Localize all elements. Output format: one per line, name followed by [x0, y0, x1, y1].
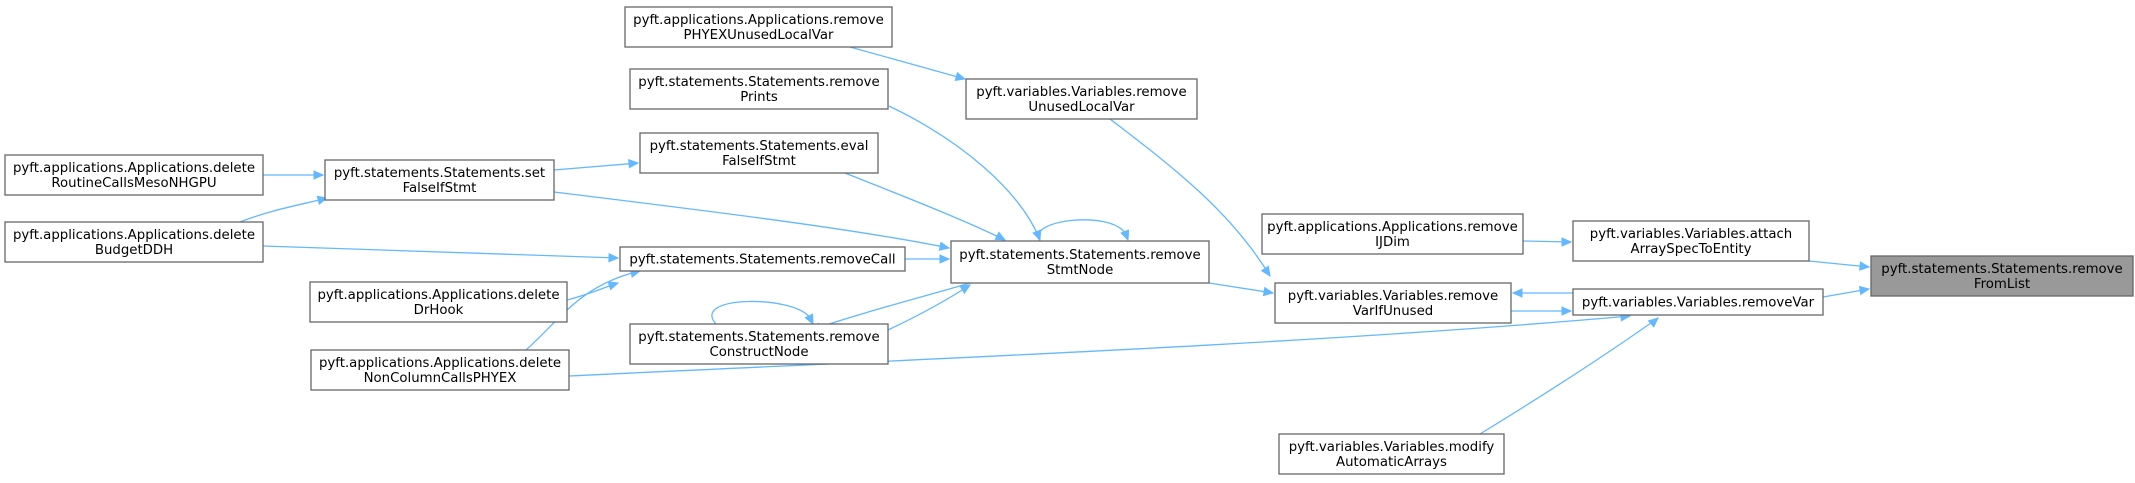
node-removeIJDim[interactable]: pyft.applications.Applications.removeIJD…: [1261, 213, 1524, 255]
node-label-line: pyft.variables.Variables.remove: [976, 85, 1186, 100]
node-label-line: AutomaticArrays: [1336, 455, 1447, 470]
node-label-line: pyft.variables.Variables.attach: [1590, 227, 1792, 242]
node-label-line: pyft.variables.Variables.modify: [1289, 440, 1495, 455]
node-label-line: pyft.applications.Applications.delete: [13, 161, 255, 176]
node-label-line: pyft.statements.Statements.remove: [638, 75, 879, 90]
edge-removeVar-to-removeVarIfUnused: [1511, 288, 1573, 298]
node-label-line: DrHook: [414, 303, 464, 318]
edge-deleteBudgetDDH-to-removeCall: [262, 245, 620, 263]
node-label-line: NonColumnCallsPHYEX: [364, 371, 517, 386]
node-label-line: pyft.statements.Statements.removeCall: [629, 253, 895, 268]
node-deleteRoutineCallsMesoNHGPU[interactable]: pyft.applications.Applications.deleteRou…: [4, 154, 264, 196]
node-label-line: pyft.variables.Variables.removeVar: [1582, 296, 1815, 311]
edge-setFalseIfStmt-to-evalFalseIfStmt: [553, 159, 640, 171]
node-setFalseIfStmt[interactable]: pyft.statements.Statements.setFalseIfStm…: [324, 159, 555, 201]
node-label-line: pyft.applications.Applications.remove: [633, 13, 884, 28]
node-label-line: ConstructNode: [709, 345, 808, 360]
node-deleteBudgetDDH[interactable]: pyft.applications.Applications.deleteBud…: [4, 221, 264, 263]
node-label-line: StmtNode: [1047, 263, 1114, 278]
node-deleteDrHook[interactable]: pyft.applications.Applications.deleteDrH…: [309, 281, 568, 323]
node-evalFalseIfStmt[interactable]: pyft.statements.Statements.evalFalseIfSt…: [639, 132, 879, 174]
node-label-line: RoutineCallsMesoNHGPU: [51, 176, 216, 191]
node-removeUnusedLocalVar[interactable]: pyft.variables.Variables.removeUnusedLoc…: [965, 78, 1198, 120]
nodes-layer: pyft.statements.Statements.removeFromLis…: [4, 6, 2134, 475]
edge-removeConstructNode-to-removeStmtNode: [887, 284, 972, 331]
edge-removeConstructNode-to-removeConstructNode: [711, 300, 814, 326]
node-label-line: pyft.applications.Applications.delete: [319, 356, 561, 371]
node-removeConstructNode[interactable]: pyft.statements.Statements.removeConstru…: [629, 323, 889, 365]
edge-attachArraySpecToEntity-to-removeFromList: [1808, 260, 1871, 271]
edge-deleteDrHook-to-removeCall: [566, 281, 620, 301]
node-attachArraySpecToEntity[interactable]: pyft.variables.Variables.attachArraySpec…: [1572, 220, 1810, 262]
node-removeVarIfUnused[interactable]: pyft.variables.Variables.removeVarIfUnus…: [1274, 282, 1512, 324]
edge-evalFalseIfStmt-to-removeStmtNode: [844, 172, 1007, 241]
edge-deleteBudgetDDH-to-setFalseIfStmt: [239, 195, 329, 223]
node-removeFromList[interactable]: pyft.statements.Statements.removeFromLis…: [1870, 255, 2134, 297]
edges-layer: [239, 46, 1871, 435]
node-label-line: BudgetDDH: [95, 243, 173, 258]
edge-deleteRoutineCallsMesoNHGPU-to-setFalseIfStmt: [263, 170, 325, 180]
node-label-line: Prints: [740, 90, 778, 105]
node-modifyAutomaticArrays[interactable]: pyft.variables.Variables.modifyAutomatic…: [1278, 433, 1505, 475]
node-label-line: FromList: [1974, 277, 2030, 292]
node-label-line: FalseIfStmt: [403, 181, 477, 196]
node-label-line: PHYEXUnusedLocalVar: [684, 28, 834, 43]
node-label-line: pyft.statements.Statements.remove: [959, 248, 1200, 263]
edge-removePHYEXUnusedLocalVar-to-removeUnusedLocalVar: [849, 46, 967, 82]
edge-setFalseIfStmt-to-removeStmtNode: [553, 191, 951, 251]
node-label-line: pyft.variables.Variables.remove: [1288, 289, 1498, 304]
edge-removePrints-to-removeStmtNode: [888, 105, 1042, 242]
edge-modifyAutomaticArrays-to-removeVar: [1479, 317, 1659, 435]
node-label-line: pyft.statements.Statements.remove: [1881, 262, 2122, 277]
node-removeStmtNode[interactable]: pyft.statements.Statements.removeStmtNod…: [950, 240, 1210, 284]
node-label-line: UnusedLocalVar: [1028, 100, 1135, 115]
edge-removeIJDim-to-attachArraySpecToEntity: [1522, 237, 1573, 247]
node-label-line: VarIfUnused: [1353, 304, 1433, 319]
node-deleteNonColumnCallsPHYEX[interactable]: pyft.applications.Applications.deleteNon…: [310, 349, 570, 391]
node-label-line: pyft.applications.Applications.delete: [13, 228, 255, 243]
edge-removeStmtNode-to-removeStmtNode: [1037, 219, 1130, 242]
node-removePHYEXUnusedLocalVar[interactable]: pyft.applications.Applications.removePHY…: [624, 6, 893, 48]
node-label-line: pyft.applications.Applications.remove: [1267, 220, 1518, 235]
edge-removeVar-to-removeFromList: [1822, 285, 1871, 298]
edge-removeCall-to-removeStmtNode: [905, 254, 951, 264]
node-label-line: FalseIfStmt: [722, 154, 796, 169]
node-label-line: pyft.statements.Statements.eval: [650, 139, 869, 154]
edge-removeUnusedLocalVar-to-removeVarIfUnused: [1109, 118, 1271, 278]
node-label-line: IJDim: [1375, 235, 1410, 250]
node-removeCall[interactable]: pyft.statements.Statements.removeCall: [619, 246, 906, 272]
node-label-line: pyft.applications.Applications.delete: [317, 288, 559, 303]
node-label-line: pyft.statements.Statements.remove: [638, 330, 879, 345]
node-removeVar[interactable]: pyft.variables.Variables.removeVar: [1572, 288, 1824, 316]
edge-removeVarIfUnused-to-removeVar: [1511, 306, 1573, 316]
edge-removeStmtNode-to-removeVarIfUnused: [1208, 282, 1275, 297]
node-label-line: pyft.statements.Statements.set: [334, 166, 545, 181]
node-label-line: ArraySpecToEntity: [1630, 242, 1751, 257]
